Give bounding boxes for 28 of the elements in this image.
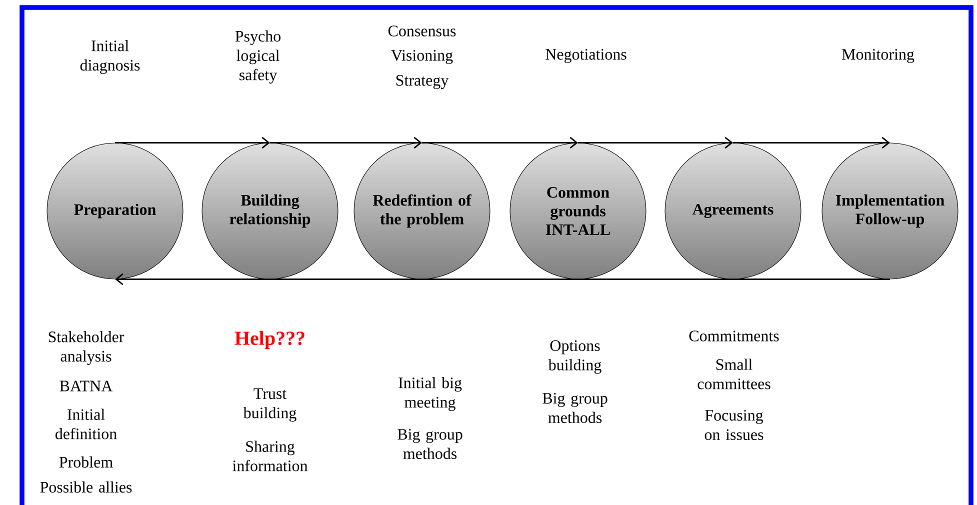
label-text: Possible allies	[40, 481, 132, 493]
label-text: Strategy	[396, 74, 449, 90]
label-text: Stakeholder analysis	[48, 331, 124, 365]
label-text: Initial definition	[56, 408, 117, 440]
label-text: Sharing information	[232, 440, 308, 472]
label-text: Commitments	[689, 330, 779, 342]
warning-text: Help???	[234, 330, 304, 350]
label-text: Consensus	[388, 26, 456, 36]
arrow	[733, 136, 890, 149]
label-text: Small committees	[698, 358, 770, 390]
label-text: Focusing on issues	[704, 410, 764, 440]
label-text: Options building	[548, 340, 602, 374]
label-text: Visioning	[391, 50, 453, 64]
label-text: Monitoring	[842, 48, 914, 64]
label-text: Big group methods	[542, 392, 608, 424]
label-text: Negotiations	[546, 48, 626, 64]
arrow	[578, 136, 733, 149]
label-text: Problem	[59, 456, 113, 468]
label-text: Big group methods	[398, 428, 462, 460]
arrow	[115, 273, 890, 286]
arrow	[422, 136, 578, 149]
label-text: Initial diagnosis	[80, 40, 140, 74]
arrow	[115, 136, 270, 149]
label-text: Psycho logical safety	[235, 30, 280, 84]
label-text: BATNA	[60, 380, 113, 392]
arrow	[270, 136, 422, 149]
label-text: Initial big meeting	[398, 377, 462, 411]
label-text: Trust building	[243, 388, 296, 422]
